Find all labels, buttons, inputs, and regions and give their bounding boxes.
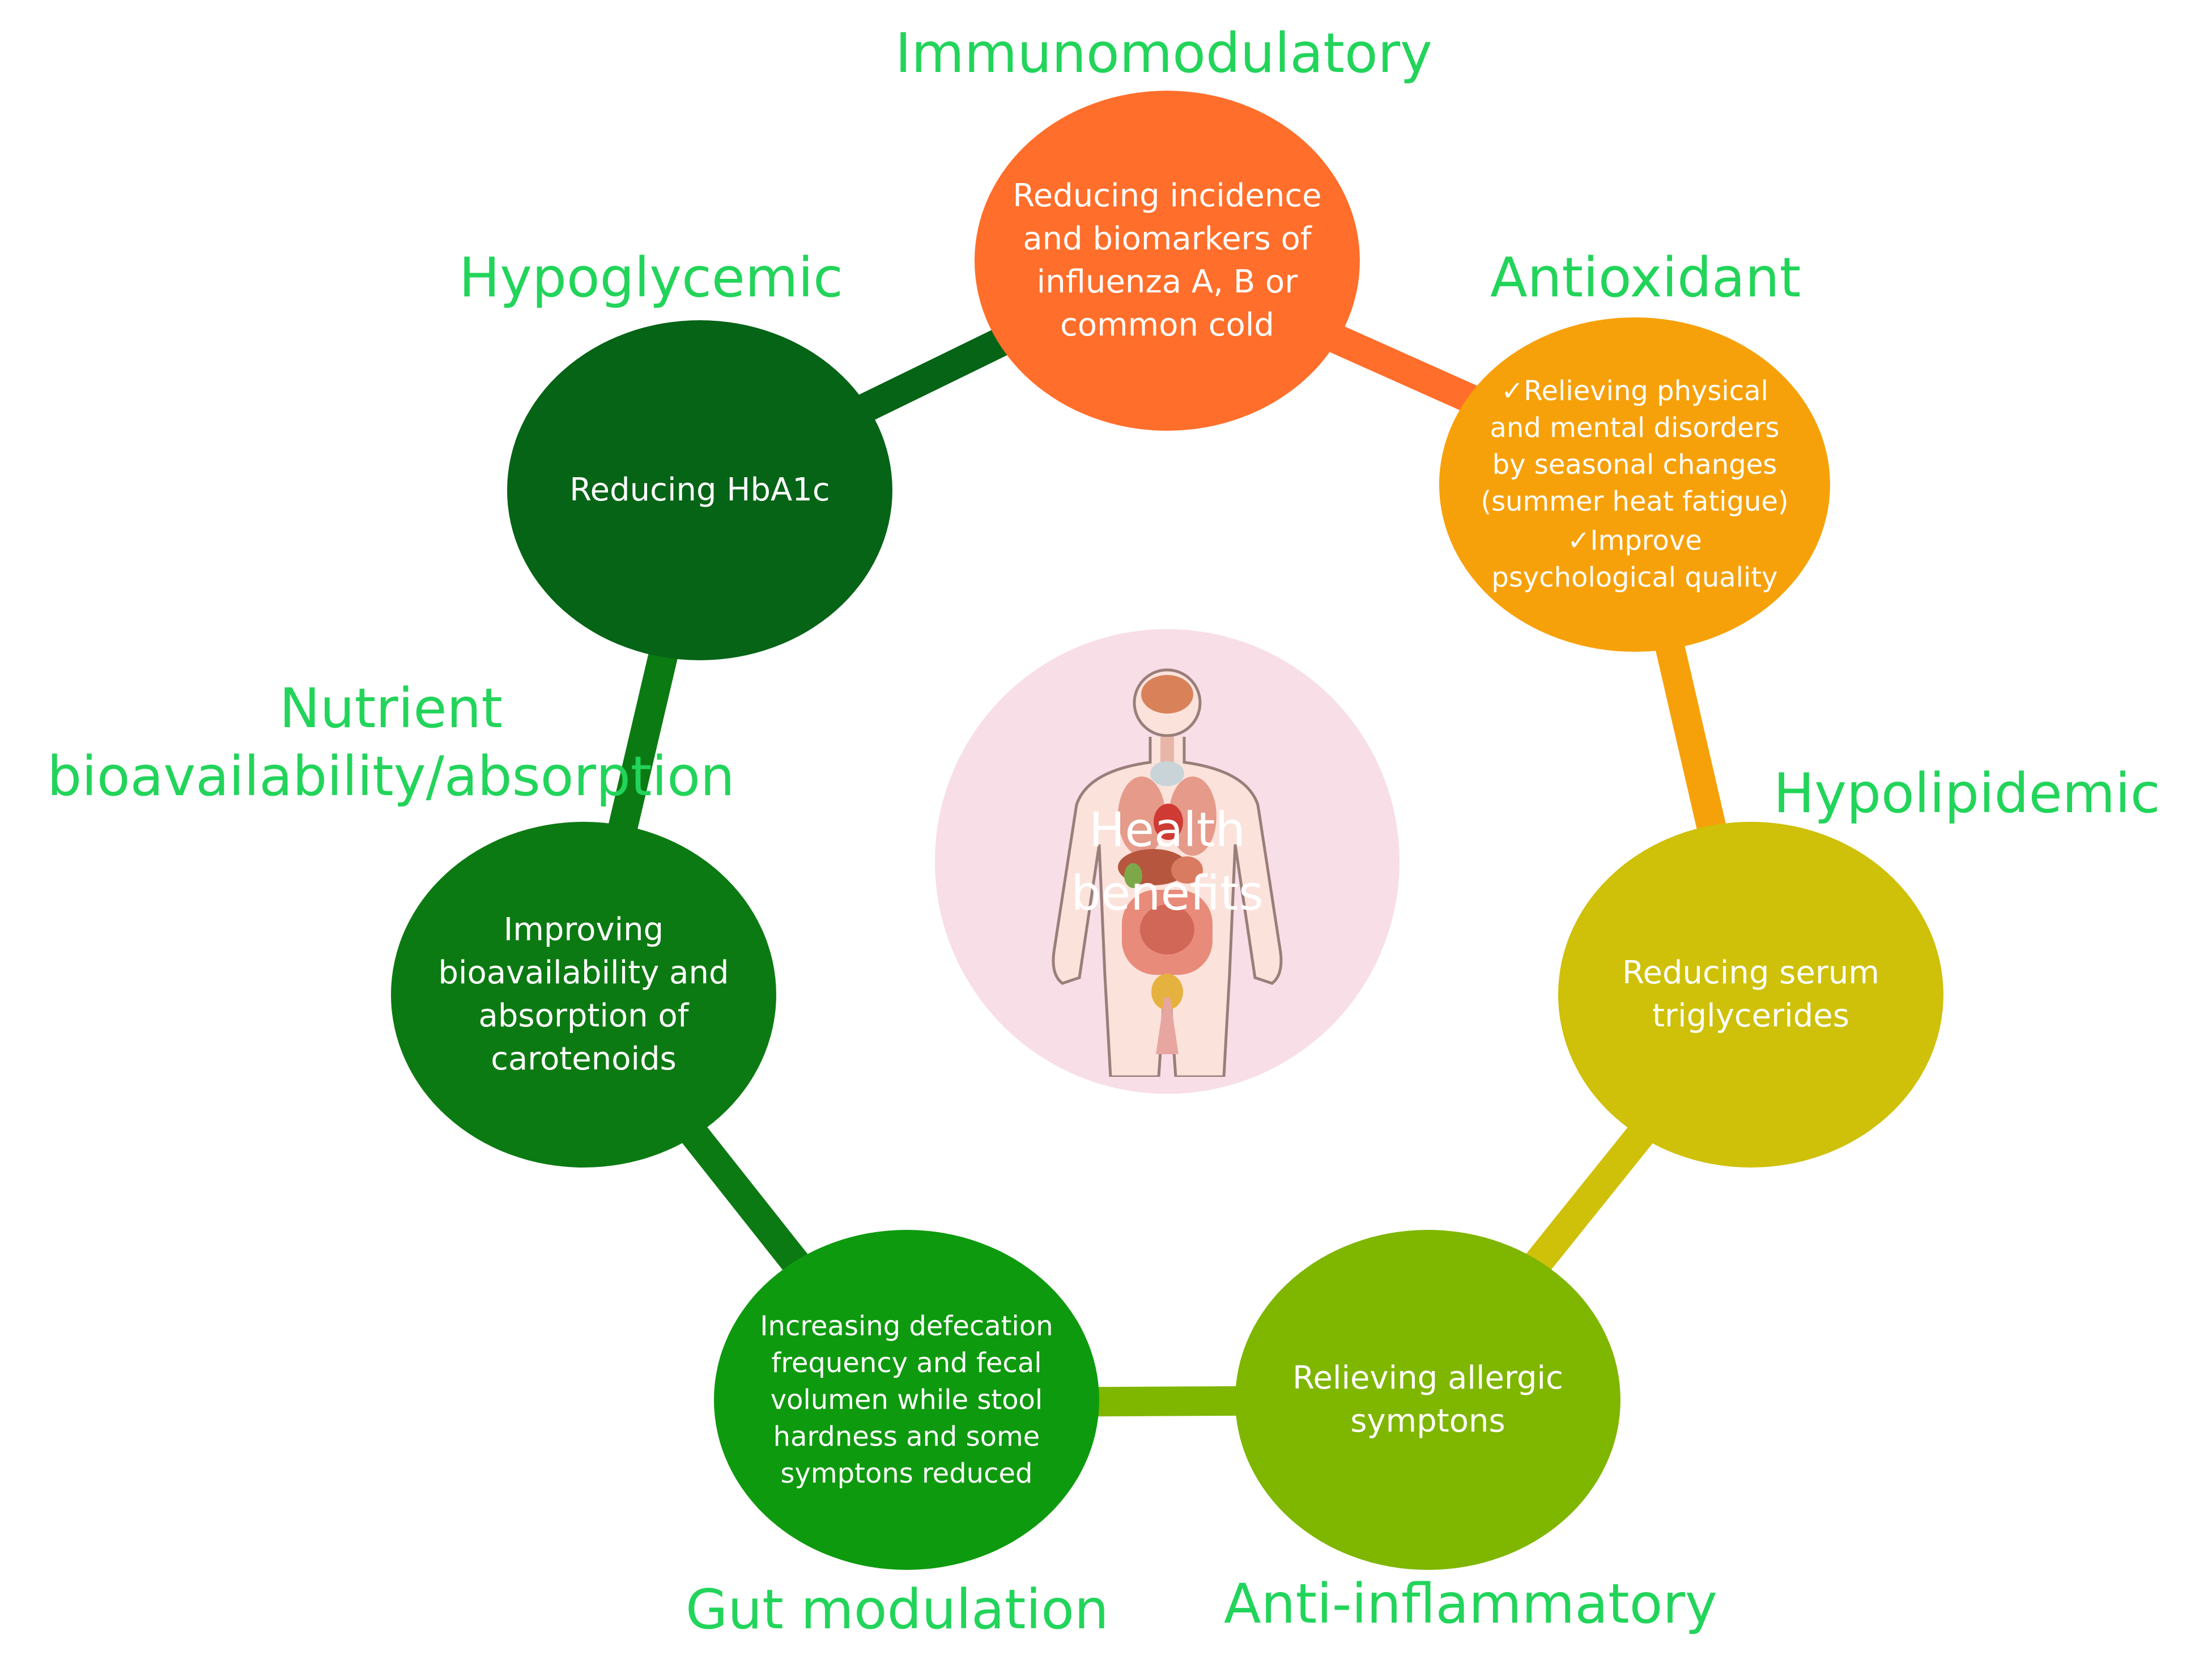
nutrient-text: Improving bioavailability and absorption… xyxy=(438,911,729,1077)
center-label-line2: benefits xyxy=(1071,865,1264,921)
anti-inflammatory-text: Relieving allergic symptons xyxy=(1292,1360,1563,1440)
center-label: Health benefits xyxy=(935,629,1399,1094)
immunomodulatory-text: Reducing incidence and biomarkers of inf… xyxy=(1013,177,1322,343)
hypolipidemic-circle: Reducing serum triglycerides xyxy=(1558,822,1943,1168)
immunomodulatory-circle: Reducing incidence and biomarkers of inf… xyxy=(975,91,1360,431)
antioxidant-item: ✓Improve psychological quality xyxy=(1491,525,1778,593)
gut-modulation-text: Increasing defecation frequency and feca… xyxy=(760,1310,1053,1489)
center-label-line1: Health xyxy=(1089,802,1245,858)
anti-inflammatory-circle: Relieving allergic symptons xyxy=(1235,1230,1620,1570)
gut-modulation-title: Gut modulation xyxy=(686,1578,1109,1641)
hypolipidemic-text: Reducing serum triglycerides xyxy=(1622,954,1879,1034)
nutrient-title-line2: bioavailability/absorption xyxy=(47,745,735,808)
antioxidant-list: ✓Relieving physical and mental disorders… xyxy=(1439,371,1830,598)
nutrient-title-line1: Nutrient xyxy=(279,677,503,740)
nutrient-title: Nutrient bioavailability/absorption xyxy=(23,674,759,810)
antioxidant-item: ✓Relieving physical and mental disorders… xyxy=(1481,375,1789,517)
antioxidant-title: Antioxidant xyxy=(1490,246,1801,309)
antioxidant-circle: ✓Relieving physical and mental disorders… xyxy=(1439,317,1830,652)
immunomodulatory-title: Immunomodulatory xyxy=(895,22,1432,85)
hypoglycemic-circle: Reducing HbA1c xyxy=(507,320,892,660)
anti-inflammatory-title: Anti-inflammatory xyxy=(1224,1572,1717,1636)
nutrient-circle: Improving bioavailability and absorption… xyxy=(391,822,776,1168)
hypoglycemic-title: Hypoglycemic xyxy=(459,246,843,309)
hypolipidemic-title: Hypolipidemic xyxy=(1773,762,2160,825)
human-body-icon xyxy=(1052,668,1283,1077)
gut-modulation-circle: Increasing defecation frequency and feca… xyxy=(714,1230,1099,1570)
hypoglycemic-text: Reducing HbA1c xyxy=(569,472,830,508)
